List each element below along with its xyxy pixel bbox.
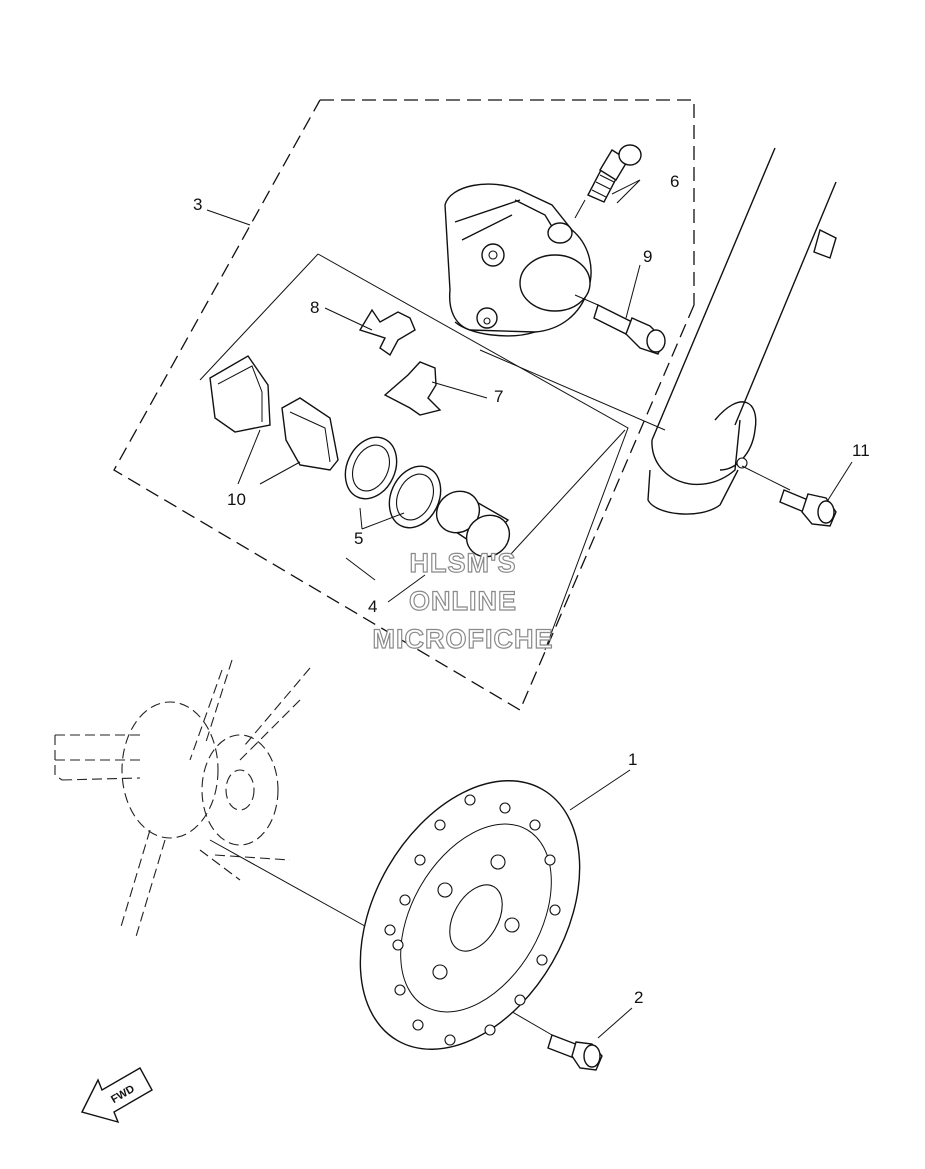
callout-5: 5	[354, 529, 363, 548]
caliper-body	[444, 183, 592, 337]
pad-support	[383, 361, 442, 416]
watermark-line-1: HLSM'S	[410, 548, 517, 578]
front-fork	[647, 147, 837, 515]
callout-10: 10	[227, 490, 246, 509]
callout-2: 2	[634, 988, 643, 1007]
bleed-screw	[574, 144, 642, 219]
watermark-line-3: MICROFICHE	[373, 624, 554, 654]
callout-11: 11	[852, 441, 870, 460]
brake-pads	[209, 355, 339, 471]
callout-4: 4	[368, 597, 377, 616]
leader-lines	[206, 179, 853, 1039]
pad-spring	[358, 308, 416, 357]
callout-8: 8	[310, 298, 319, 317]
piston-seals	[344, 436, 442, 529]
caliper-assembly-boundary	[113, 99, 695, 711]
wheel-hub-phantom	[54, 659, 311, 941]
callout-6: 6	[670, 172, 679, 191]
callout-3: 3	[193, 195, 202, 214]
watermark: HLSM'S ONLINE MICROFICHE	[372, 547, 554, 654]
callout-7: 7	[494, 387, 503, 406]
disc-vent-holes	[384, 794, 561, 1046]
bolt-11	[779, 489, 837, 527]
disc-bolt	[547, 1034, 603, 1071]
fwd-arrow-icon: FWD	[80, 1067, 153, 1124]
callout-1: 1	[628, 750, 637, 769]
callout-9: 9	[643, 247, 652, 266]
seal-kit-boundary	[199, 253, 629, 651]
watermark-line-2: ONLINE	[409, 586, 517, 616]
brake-disc	[359, 780, 581, 1050]
caliper-bolt	[574, 294, 666, 355]
caliper-piston	[435, 490, 511, 558]
disc-mount-holes	[432, 854, 520, 980]
